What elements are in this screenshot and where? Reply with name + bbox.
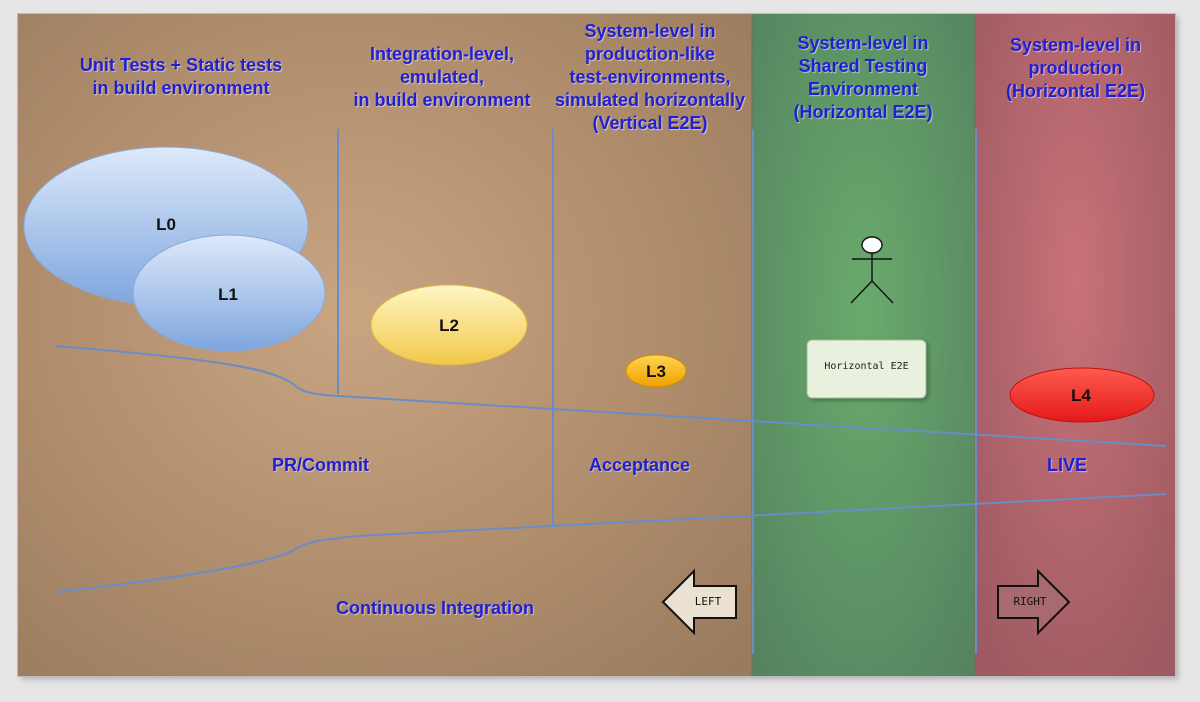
header-line: Unit Tests + Static tests: [79, 55, 283, 75]
l4-ellipse: [1009, 367, 1155, 423]
zone-production: [975, 14, 1175, 676]
header-line: simulated horizontally: [554, 90, 746, 110]
stage-pr-commit: PR/Commit: [272, 455, 370, 475]
l3-ellipse: [625, 354, 687, 388]
header-line: Integration-level,: [369, 44, 515, 64]
header-line: (Horizontal E2E): [1005, 81, 1145, 101]
header-line: Shared Testing: [798, 56, 928, 76]
header-system-shared: System-level in Shared Testing Environme…: [763, 32, 963, 124]
header-system-production: System-level in production (Horizontal E…: [983, 34, 1168, 103]
header-integration: Integration-level, emulated, in build en…: [336, 43, 548, 112]
horizontal-e2e-box: [806, 339, 927, 399]
header-line: System-level in: [584, 21, 716, 41]
l3-label: L3: [646, 362, 666, 381]
l0-label: L0: [156, 215, 176, 234]
right-arrow-label: RIGHT: [1013, 595, 1047, 608]
stage-continuous-integration: Continuous Integration: [336, 598, 534, 618]
l2-ellipse: [370, 284, 528, 366]
header-line: emulated,: [399, 67, 485, 87]
pipeline-lower-curve: [55, 493, 1167, 593]
header-line: test-environments,: [569, 67, 731, 87]
user-figure-icon: [850, 236, 894, 304]
header-line: (Horizontal E2E): [793, 102, 933, 122]
left-arrow-icon: [661, 568, 737, 636]
header-unit-tests: Unit Tests + Static tests in build envir…: [46, 54, 316, 100]
pipeline-upper-curve: [54, 345, 1167, 447]
stage-live: LIVE: [1047, 455, 1088, 475]
header-line: System-level in: [797, 33, 929, 53]
l1-ellipse: [132, 234, 326, 352]
header-line: Environment: [807, 79, 918, 99]
header-line: production-like: [585, 44, 715, 64]
header-line: System-level in: [1009, 35, 1142, 55]
stage-acceptance: Acceptance: [589, 455, 691, 475]
l2-label: L2: [439, 316, 459, 335]
diagram-frame: Unit Tests + Static tests in build envir…: [18, 14, 1175, 676]
left-arrow-label: LEFT: [694, 595, 722, 608]
header-line: (Vertical E2E): [592, 113, 708, 133]
header-line: in build environment: [353, 90, 531, 110]
diagram-canvas: [18, 14, 1175, 676]
l1-label: L1: [218, 285, 238, 304]
right-arrow-icon: [997, 568, 1071, 636]
l4-label: L4: [1071, 386, 1091, 405]
header-line: production: [1028, 58, 1123, 78]
header-system-prodlike: System-level in production-like test-env…: [545, 20, 755, 135]
header-line: in build environment: [92, 78, 270, 98]
horizontal-e2e-label: Horizontal E2E: [824, 361, 909, 372]
